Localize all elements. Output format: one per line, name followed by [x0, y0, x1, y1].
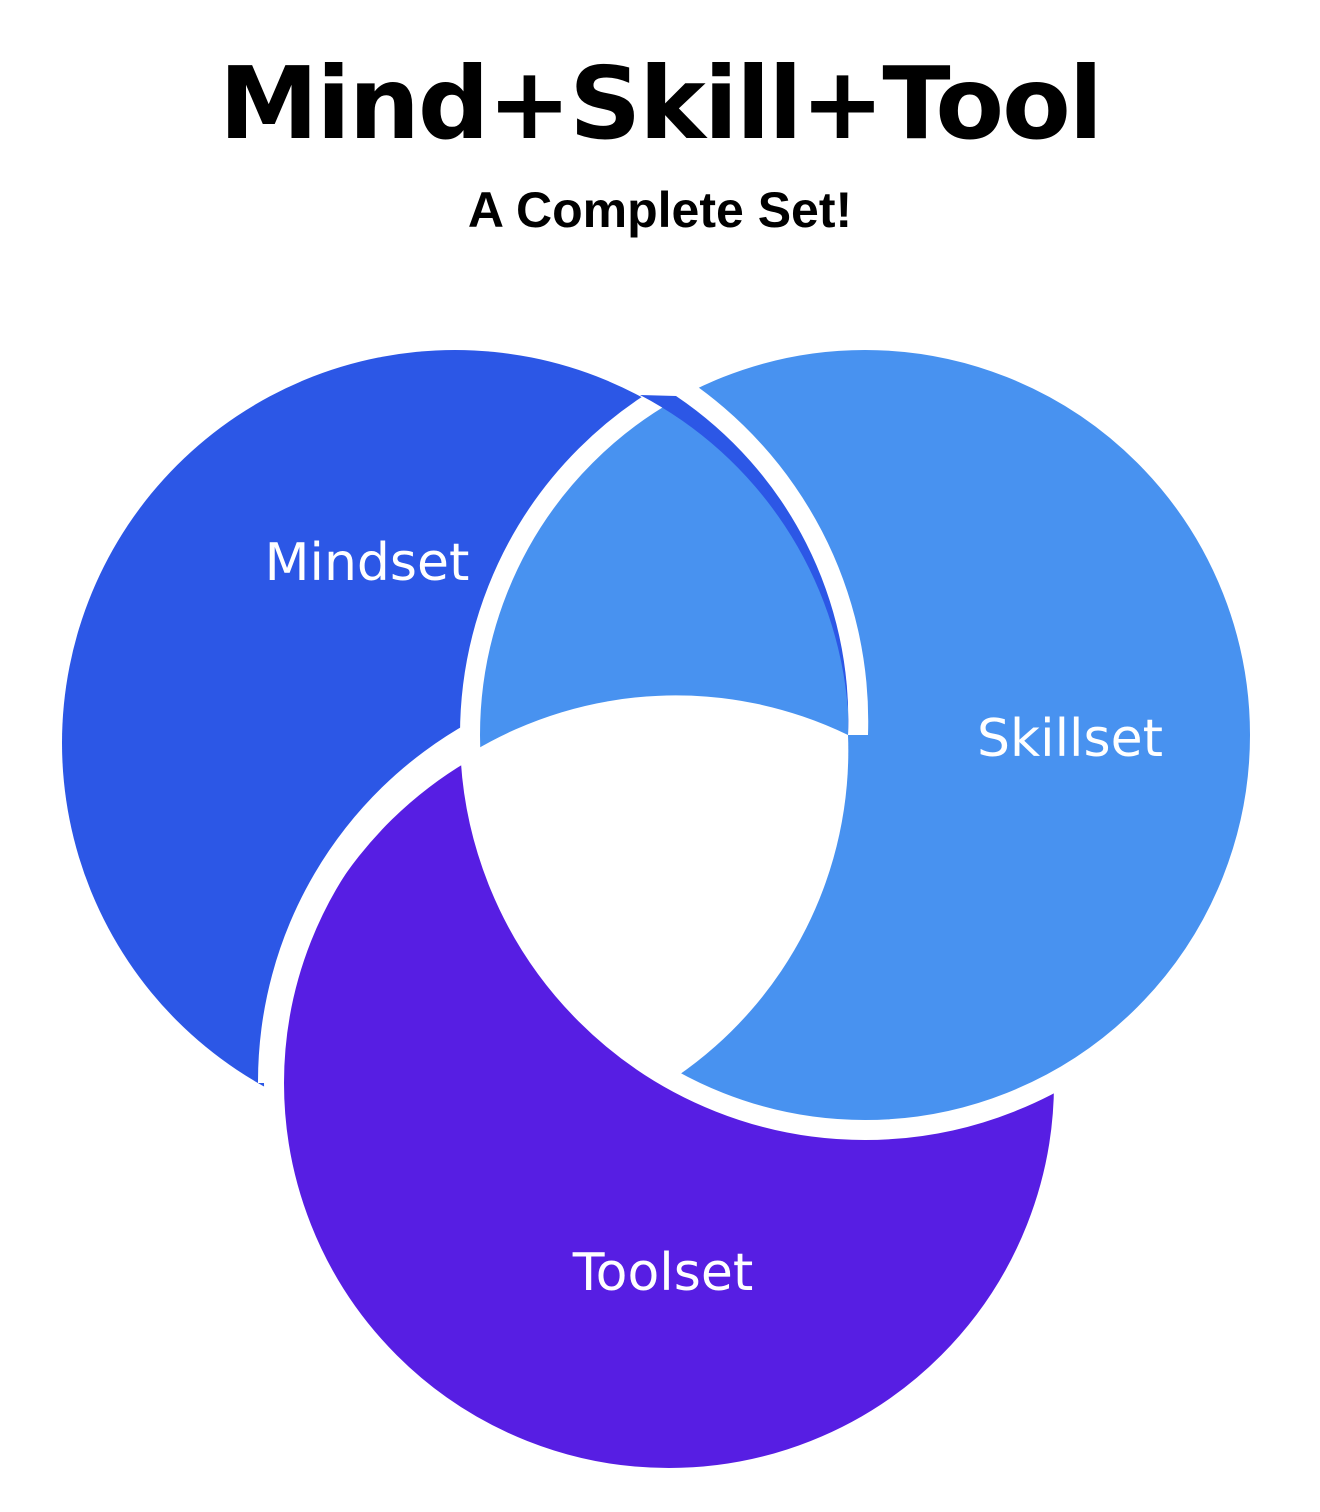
toolset-separator — [257, 722, 470, 1083]
skillset-label: Skillset — [977, 709, 1163, 769]
toolset-label: Toolset — [572, 1243, 753, 1303]
diagram-subtitle: A Complete Set! — [467, 182, 853, 238]
diagram-title: Mind+Skill+Tool — [218, 45, 1103, 162]
mindset-separator — [671, 376, 869, 735]
mindset-overlap — [640, 395, 849, 735]
center-gap — [472, 695, 849, 1077]
mindset-label: Mindset — [265, 533, 470, 593]
